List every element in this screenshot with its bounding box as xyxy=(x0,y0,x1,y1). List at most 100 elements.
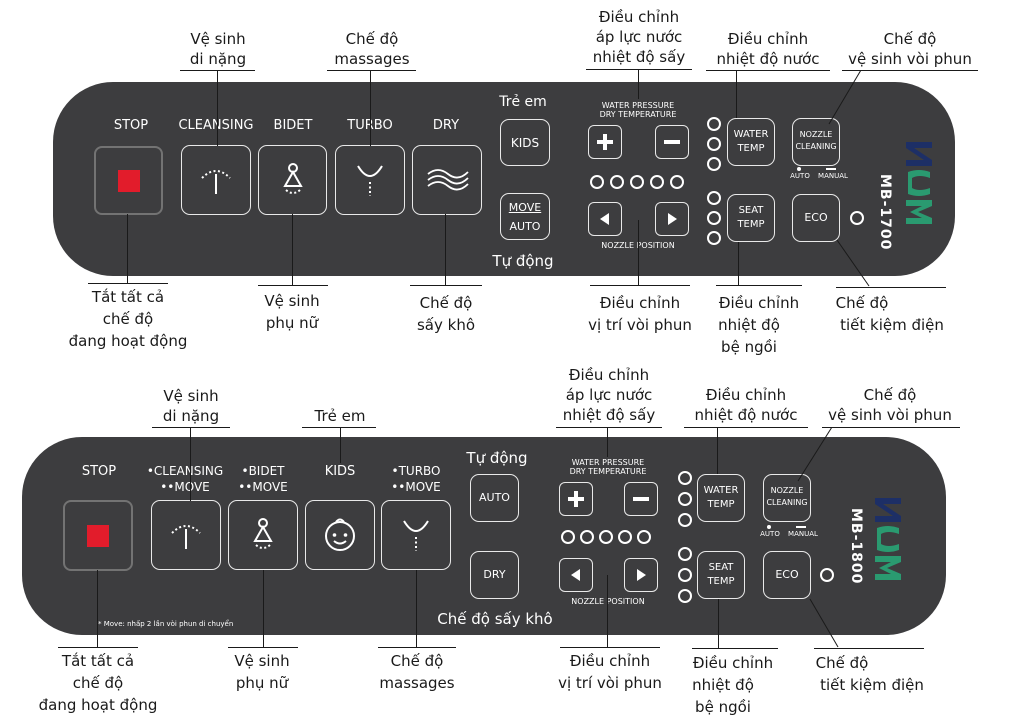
water-temp-indicator-2-2 xyxy=(678,492,692,506)
annot-nozzle-line2: vệ sinh vòi phun xyxy=(848,50,972,68)
water-temp-label-2-1: WATER xyxy=(703,485,739,496)
auto-button-label: AUTO xyxy=(509,220,541,233)
auto-indicator-label-2: AUTO xyxy=(760,530,780,538)
bidet-button[interactable] xyxy=(258,145,327,215)
model-name-2: MB-1800 xyxy=(848,508,864,585)
annot-watertemp-line1: Điều chỉnh xyxy=(727,30,809,48)
nozzle-left-button[interactable] xyxy=(588,202,622,236)
annot-seattemp-line3: bệ ngồi xyxy=(721,338,777,356)
level-indicator-5 xyxy=(670,175,684,189)
nozzle-right-button[interactable] xyxy=(655,202,689,236)
annot-seattemp-line1: Điều chỉnh xyxy=(718,294,800,312)
dry-button-2[interactable] xyxy=(470,551,519,599)
annot2-watertemp-line2: nhiệt độ nước xyxy=(694,406,798,424)
seat-temp-indicator-2-1 xyxy=(678,547,692,561)
pressure-minus-button[interactable] xyxy=(655,125,689,159)
plus-icon xyxy=(597,134,613,150)
dry-button[interactable] xyxy=(412,145,482,215)
annot-eco-line2: tiết kiệm điện xyxy=(840,316,944,334)
annot-watertemp-leader xyxy=(736,70,737,118)
eco-button[interactable] xyxy=(792,194,840,242)
annot2-cleansing-line2: di nặng xyxy=(162,407,220,425)
water-temp-button-2[interactable] xyxy=(697,474,745,522)
bidet-button-2[interactable] xyxy=(228,500,298,570)
cleansing-move-label-2: ••MOVE xyxy=(160,480,210,494)
nozzle-cleaning-button[interactable] xyxy=(792,118,840,166)
nozzle-cleaning-label-2: CLEANING xyxy=(795,142,837,151)
move-button-label: MOVE xyxy=(508,201,542,214)
manual-indicator-label: MANUAL xyxy=(818,172,848,180)
water-pressure-label: WATER PRESSURE xyxy=(601,101,675,110)
annot-position-underline xyxy=(590,285,690,286)
manual-indicator-bar xyxy=(826,168,836,170)
auto-button-2[interactable] xyxy=(470,474,519,522)
stop-button-2[interactable] xyxy=(63,500,133,571)
annot2-nozzle-underline xyxy=(822,427,960,428)
annot2-seattemp-leader xyxy=(718,599,719,649)
triangle-left-icon xyxy=(600,213,609,225)
water-temp-button[interactable] xyxy=(727,118,775,166)
annot-position-leader xyxy=(638,220,639,286)
annot-pressure-leader xyxy=(638,69,639,99)
pressure-minus-button-2[interactable] xyxy=(624,482,658,516)
annot2-watertemp-leader xyxy=(717,427,718,474)
annot2-kids-leader xyxy=(340,427,341,463)
cleansing-button-2[interactable] xyxy=(151,500,221,570)
seat-temp-button[interactable] xyxy=(727,194,775,242)
cleansing-label: CLEANSING xyxy=(178,118,254,133)
seat-temp-button-2[interactable] xyxy=(697,551,745,599)
ncm-logo-icon xyxy=(875,498,901,580)
annot-bidet-line2: phụ nữ xyxy=(265,314,319,332)
annot-pressure-line1: Điều chỉnh xyxy=(598,8,680,26)
annot-nozzle-underline xyxy=(842,70,978,71)
kids-button[interactable] xyxy=(500,119,550,166)
nozzle-right-button-2[interactable] xyxy=(624,558,658,592)
kids-caption-vi: Trẻ em xyxy=(499,94,547,110)
turbo-label: TURBO xyxy=(338,118,402,133)
turbo-button[interactable] xyxy=(335,145,405,215)
annot-pressure-line3: nhiệt độ sấy xyxy=(592,48,686,66)
annot2-eco-line1: Chế độ xyxy=(815,654,869,672)
level-indicator-2-5 xyxy=(637,530,651,544)
move-auto-button[interactable] xyxy=(500,193,550,240)
level-indicator-4 xyxy=(650,175,664,189)
eco-indicator-2 xyxy=(820,568,834,582)
level-indicator-3 xyxy=(630,175,644,189)
eco-button-2[interactable] xyxy=(763,551,811,599)
triangle-right-icon xyxy=(637,569,646,581)
annot-pressure-underline xyxy=(586,69,692,70)
stop-button[interactable] xyxy=(94,146,163,215)
annot2-seattemp-line2: nhiệt độ xyxy=(692,676,754,694)
stop-label: STOP xyxy=(113,118,149,133)
cleansing-button[interactable] xyxy=(181,145,251,215)
bidet-move-label-2: ••MOVE xyxy=(238,480,288,494)
pressure-plus-button-2[interactable] xyxy=(559,482,593,516)
seat-temp-indicator-3 xyxy=(707,231,721,245)
nozzle-cleaning-button-2[interactable] xyxy=(763,474,811,522)
dry-temperature-label-2: DRY TEMPERATURE xyxy=(569,467,647,476)
annot2-turbo-underline xyxy=(378,647,456,648)
turbo-label-2: •TURBO xyxy=(391,464,441,478)
annot-seattemp-line2: nhiệt độ xyxy=(718,316,780,334)
annot2-position-line1: Điều chỉnh xyxy=(569,652,651,670)
kids-button-2[interactable] xyxy=(305,500,375,570)
annot2-pressure-line1: Điều chỉnh xyxy=(568,366,650,384)
annot2-bidet-line1: Vệ sinh xyxy=(234,652,290,670)
annot-dry-line1: Chế độ xyxy=(419,294,473,312)
annot2-stop-underline xyxy=(58,647,138,648)
nozzle-left-button-2[interactable] xyxy=(559,558,593,592)
annot2-stop-line2: chế độ xyxy=(72,674,124,692)
annot2-nozzle-leader xyxy=(797,427,833,482)
cleansing-spray-icon xyxy=(201,170,231,194)
turbo-button-2[interactable] xyxy=(381,500,451,570)
seat-temp-indicator-2-3 xyxy=(678,589,692,603)
annot2-eco-leader xyxy=(809,598,839,648)
dry-button-label-2: DRY xyxy=(483,568,506,581)
annot2-pressure-line2: áp lực nước xyxy=(565,386,653,404)
pressure-plus-button[interactable] xyxy=(588,125,622,159)
annot2-turbo-line2: massages xyxy=(379,674,455,692)
woman-icon xyxy=(253,518,273,549)
annot2-watertemp-line1: Điều chỉnh xyxy=(705,386,787,404)
eco-button-label: ECO xyxy=(804,211,828,224)
annot2-turbo-leader xyxy=(416,570,417,647)
